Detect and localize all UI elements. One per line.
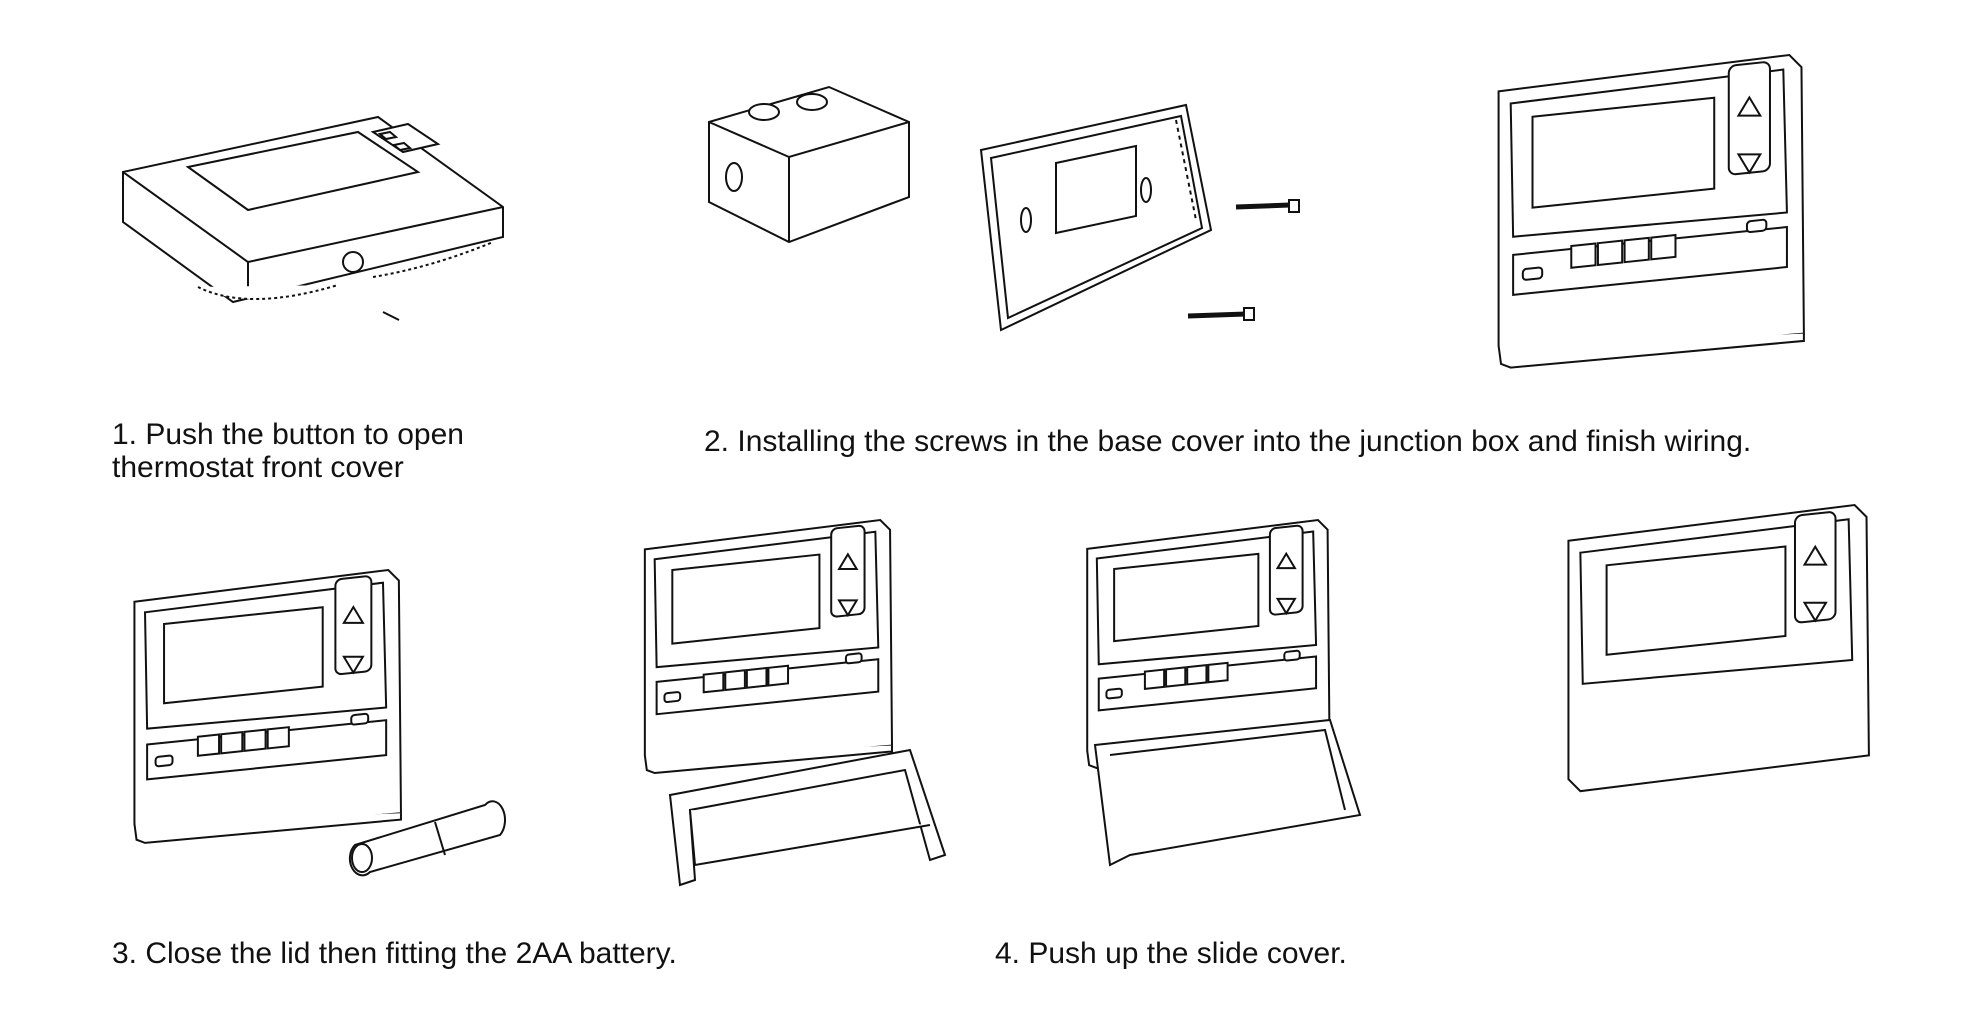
junction-box-illustration <box>704 82 916 250</box>
thermostat-lid-illustration <box>643 519 893 775</box>
slide-cover-illustration <box>1090 715 1365 870</box>
screw-icon <box>1234 198 1302 216</box>
thermostat-open-illustration <box>1497 53 1806 369</box>
step-1-caption: 1. Push the button to open thermostat fr… <box>112 418 464 484</box>
thermostat-closed-illustration <box>1547 505 1882 815</box>
step-2-caption: 2. Installing the screws in the base cov… <box>704 425 1752 458</box>
base-cover-illustration <box>976 100 1221 332</box>
slide-cover-illustration <box>665 745 947 895</box>
step-4-caption: 4. Push up the slide cover. <box>995 937 1347 970</box>
screw-icon <box>1186 305 1258 323</box>
step-3-caption: 3. Close the lid then fitting the 2AA ba… <box>112 937 677 970</box>
thermostat-angled-illustration <box>118 112 510 322</box>
aa-battery-icon <box>340 800 512 875</box>
